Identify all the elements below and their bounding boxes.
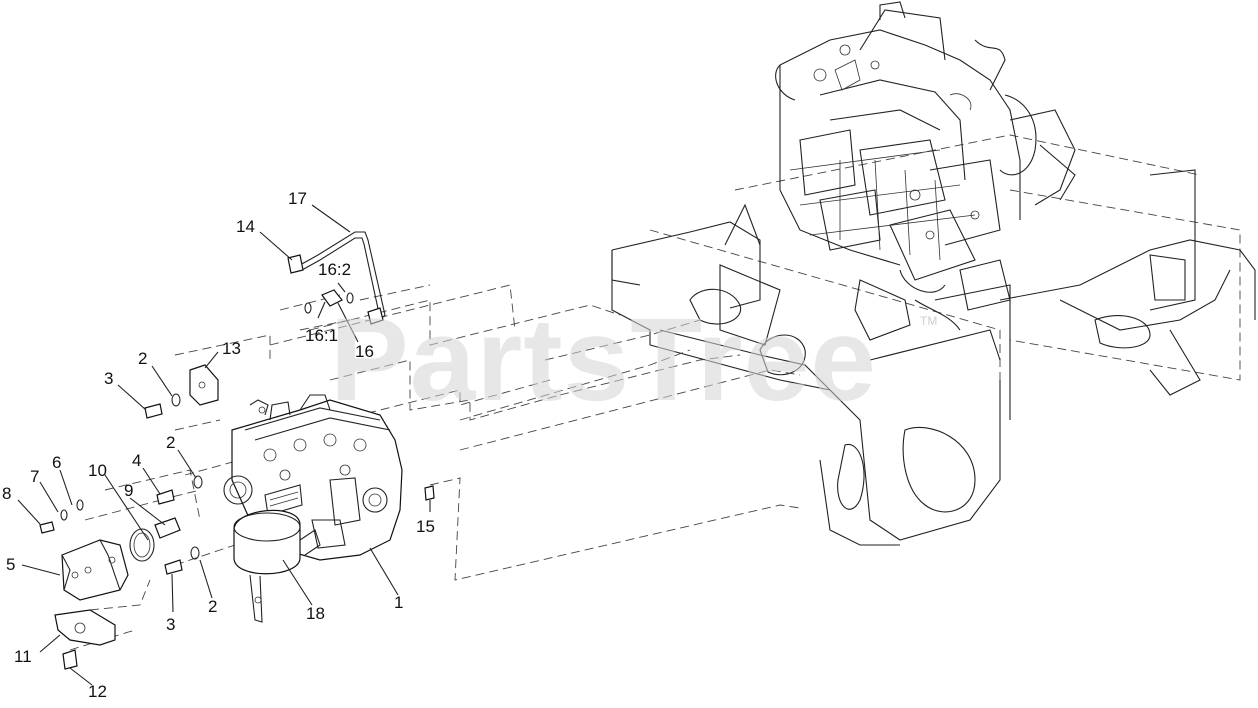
engine-assembly [775, 1, 1076, 341]
mounting-plate [54, 609, 116, 646]
callout-1: 1 [394, 593, 403, 612]
charge-pump [61, 539, 129, 601]
partstree-watermark: PartsTree [330, 294, 877, 426]
o-ring [129, 528, 155, 562]
callout-6: 6 [52, 453, 61, 472]
callout-11: 11 [14, 647, 32, 666]
spacer [154, 517, 181, 539]
callout-2-mid: 2 [166, 433, 175, 452]
assembly-dash-lines [69, 284, 801, 651]
callout-2-low: 2 [208, 597, 217, 616]
oil-filter [233, 509, 321, 623]
bracket [189, 364, 219, 406]
callout-8: 8 [2, 484, 11, 503]
callout-3-top: 3 [104, 369, 113, 388]
leader-lines [17, 204, 431, 686]
callout-12: 12 [88, 682, 107, 701]
bolt-12 [62, 649, 78, 670]
callout-labels: 17 14 16:2 16:1 16 13 2 3 2 4 6 10 7 9 8… [2, 189, 435, 701]
callout-14: 14 [236, 217, 255, 236]
chassis-frame [611, 134, 1256, 546]
callout-5: 5 [6, 555, 15, 574]
callout-3-low: 3 [166, 615, 175, 634]
callout-15: 15 [416, 517, 435, 536]
callout-2-top: 2 [138, 349, 147, 368]
hydraulic-tube [287, 231, 386, 325]
callout-16: 16 [355, 342, 374, 361]
callout-4: 4 [132, 451, 141, 470]
callout-10: 10 [88, 461, 107, 480]
callout-16-1: 16:1 [305, 326, 338, 345]
callout-17: 17 [288, 189, 307, 208]
hardware [39, 393, 435, 575]
callout-7: 7 [30, 467, 39, 486]
callout-16-2: 16:2 [318, 260, 351, 279]
callout-13: 13 [222, 339, 241, 358]
watermark-trademark: TM [920, 314, 937, 328]
callout-9: 9 [124, 481, 133, 500]
callout-18: 18 [306, 604, 325, 623]
